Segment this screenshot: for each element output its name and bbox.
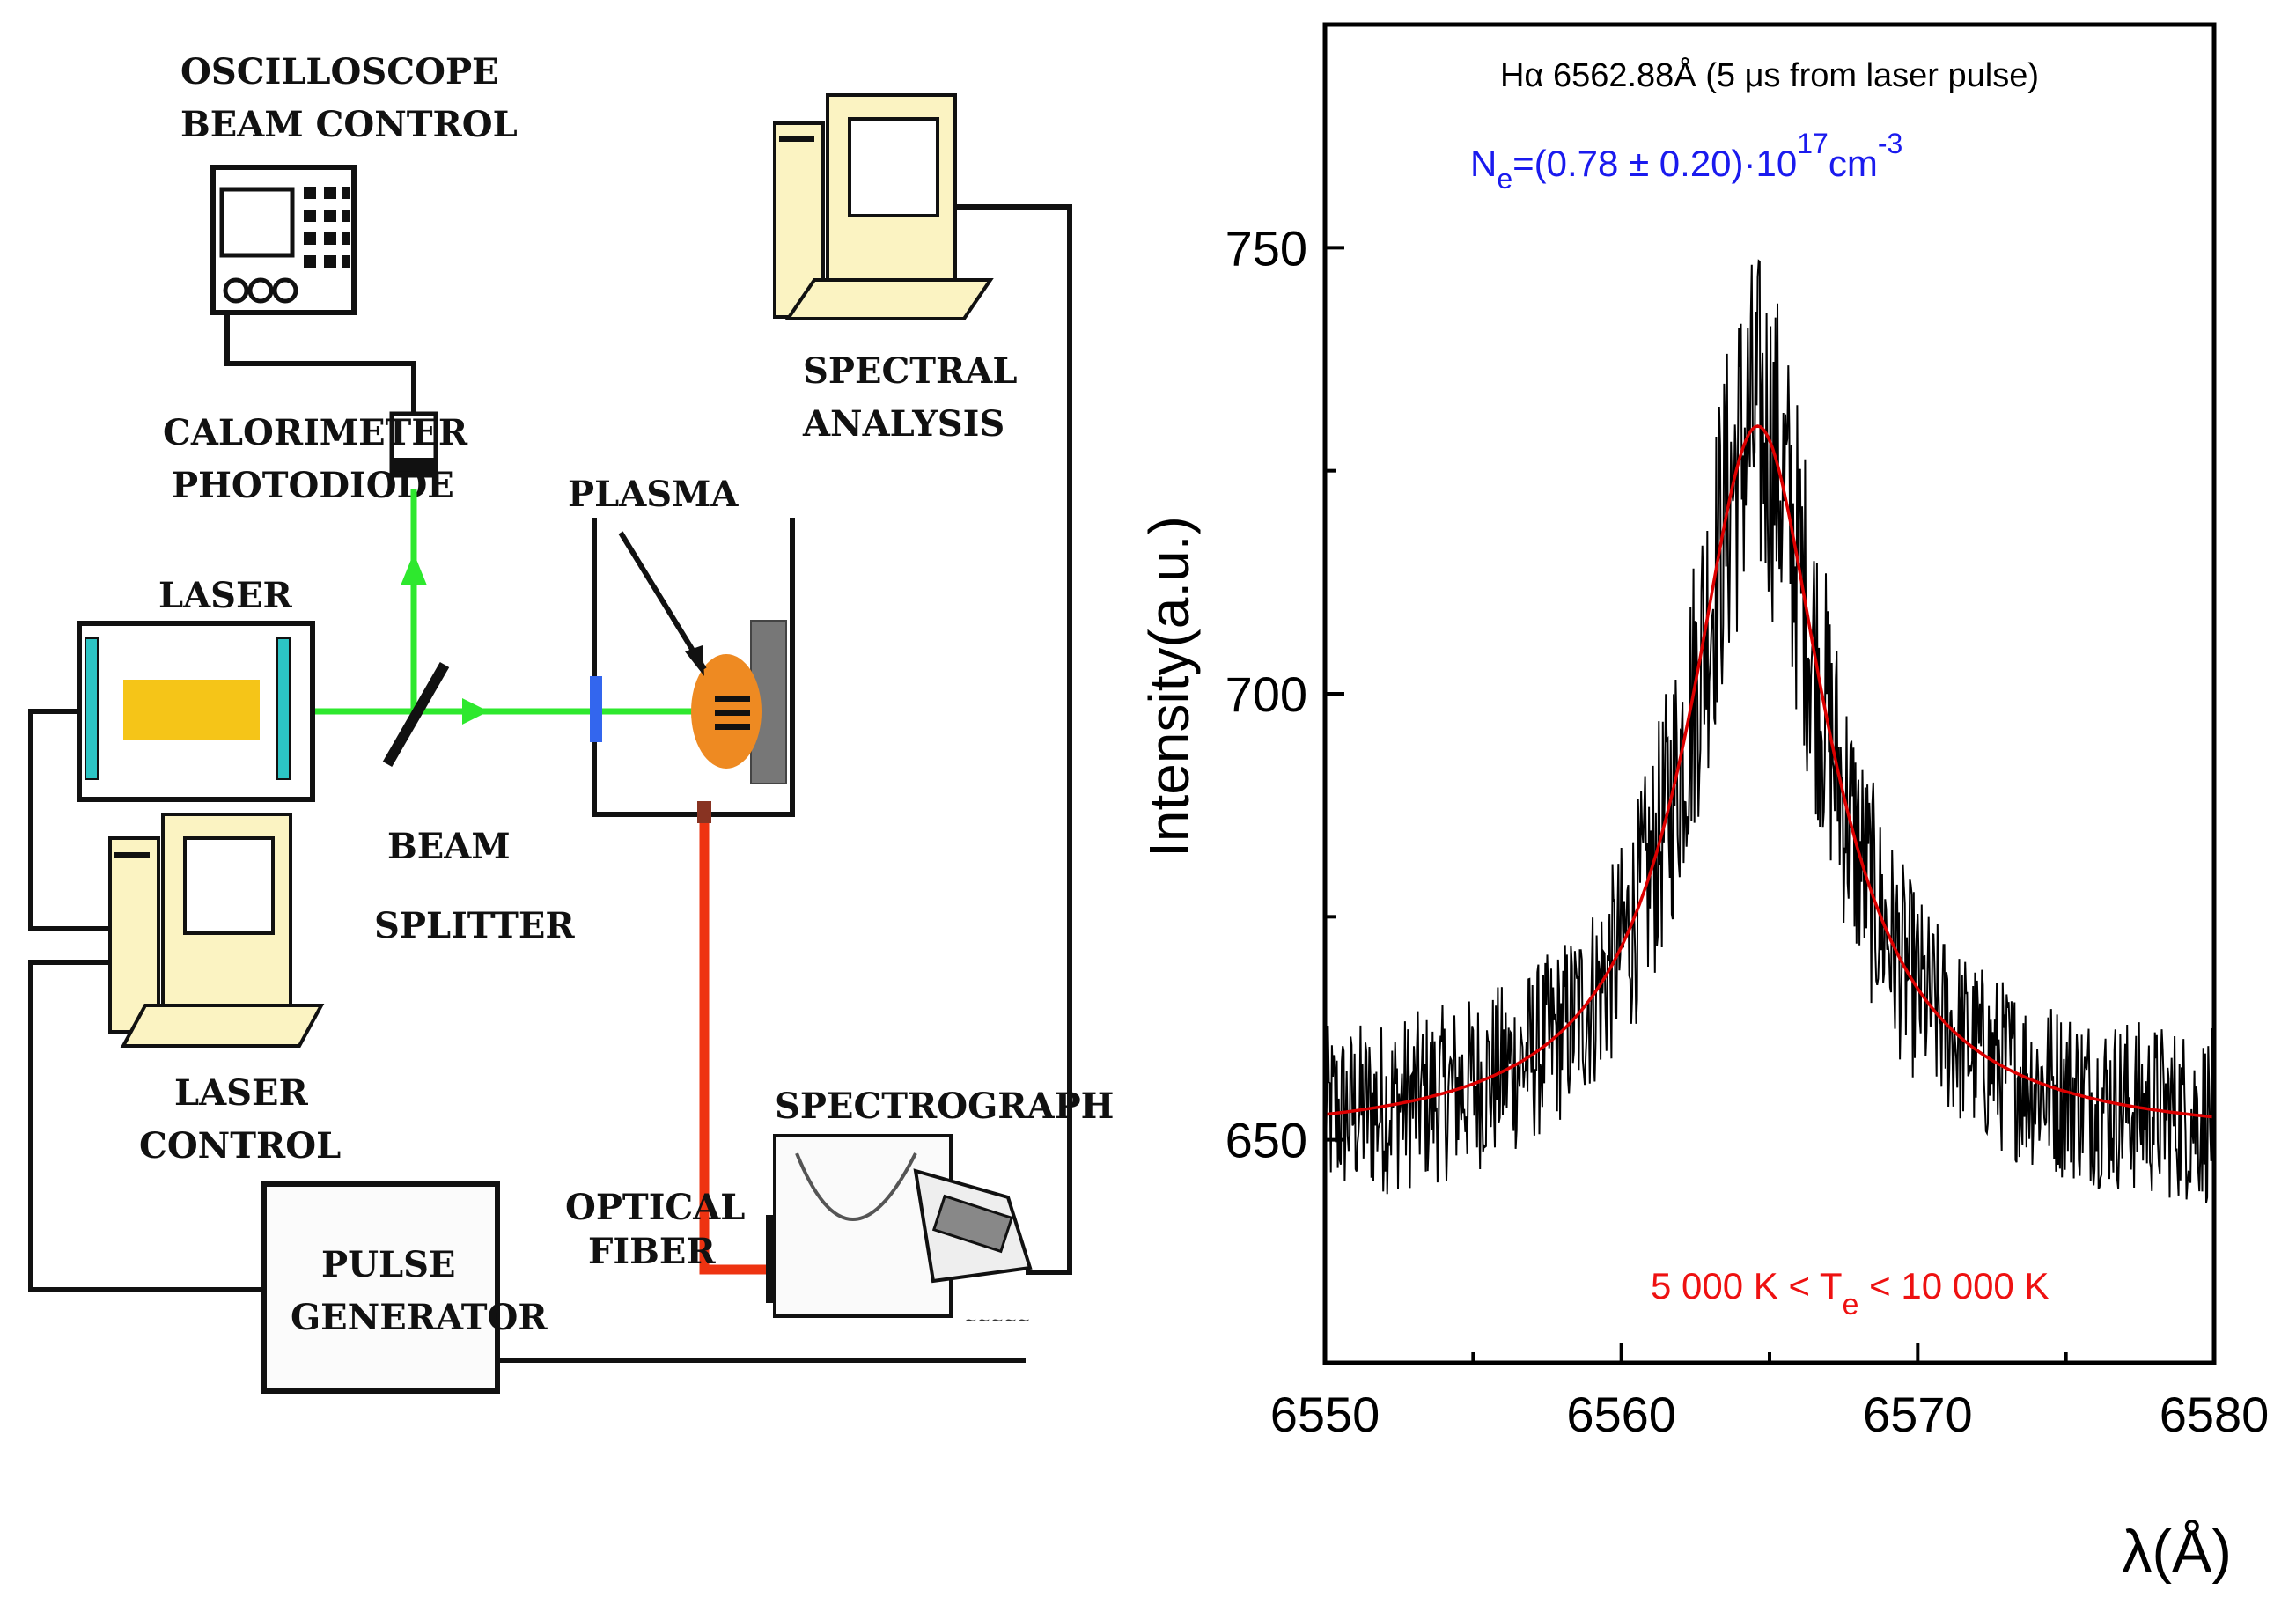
temperature-subscript: e bbox=[1843, 1288, 1859, 1321]
spectral-analysis-label-line1: SPECTRAL bbox=[803, 350, 1017, 392]
wires bbox=[28, 204, 1072, 1363]
oscilloscope-icon bbox=[210, 165, 357, 315]
pulse-generator-label-line1: PULSE bbox=[321, 1244, 455, 1285]
svg-text:~~~~~: ~~~~~ bbox=[964, 1311, 1030, 1329]
optical-fiber-label-line2: FIBER bbox=[588, 1231, 716, 1272]
plasma-label: PLASMA bbox=[568, 474, 739, 515]
electron-temperature-annotation: 5 000 K < Te < 10 000 K bbox=[1651, 1265, 2049, 1321]
beam-splitter-label-line1: BEAM bbox=[387, 826, 511, 867]
laser-icon bbox=[77, 621, 315, 802]
plasma-chamber-icon bbox=[590, 518, 795, 823]
computer-spectral-icon bbox=[773, 93, 994, 320]
plot-layer bbox=[1324, 259, 2215, 1203]
optical-fiber bbox=[699, 823, 775, 1275]
laser-control-label-line1: LASER bbox=[174, 1072, 309, 1114]
pulse-generator-box bbox=[261, 1181, 500, 1394]
density-exponent: 17 bbox=[1797, 128, 1829, 159]
beam-splitter-icon bbox=[382, 662, 450, 767]
laser-control-label-line2: CONTROL bbox=[139, 1125, 341, 1167]
spectrograph-label: SPECTROGRAPH bbox=[775, 1086, 1114, 1127]
electron-density-annotation: Ne=(0.78 ± 0.20)·1017cm-3 bbox=[1470, 128, 1902, 195]
photodiode-icon bbox=[389, 411, 438, 478]
oscilloscope-label-line1: OSCILLOSCOPE bbox=[180, 51, 499, 92]
optical-fiber-label-line1: OPTICAL bbox=[565, 1187, 745, 1228]
x-axis-label: λ(Å) bbox=[2122, 1518, 2232, 1585]
laser-beam bbox=[313, 489, 697, 715]
spectrograph-icon: ~~~~~ bbox=[766, 1134, 1033, 1329]
y-tick-label: 650 bbox=[1225, 1113, 1307, 1168]
beam-splitter-label-line2: SPLITTER bbox=[374, 905, 575, 946]
x-tick-label: 6560 bbox=[1566, 1387, 1676, 1442]
x-tick-label: 6550 bbox=[1270, 1387, 1380, 1442]
y-tick-label: 750 bbox=[1225, 220, 1307, 276]
temperature-prefix: 5 000 K < T bbox=[1651, 1265, 1843, 1307]
h-alpha-spectrum-chart: 6550 6560 6570 6580 650 700 750 Hα 6562.88Å (5… bbox=[1137, 22, 2270, 1585]
density-unit-exponent: -3 bbox=[1878, 128, 1902, 159]
density-value: =(0.78 ± 0.20)·10 bbox=[1512, 143, 1797, 184]
x-tick-label: 6580 bbox=[2160, 1387, 2270, 1442]
beam-arrow-right-icon bbox=[462, 698, 489, 725]
series-measured-line bbox=[1324, 259, 2215, 1203]
beam-arrow-up-icon bbox=[401, 553, 427, 585]
spectral-analysis-label-line2: ANALYSIS bbox=[802, 403, 1004, 445]
oscilloscope-label-line2: BEAM CONTROL bbox=[180, 104, 518, 145]
x-tick-label: 6570 bbox=[1863, 1387, 1973, 1442]
calorimeter-label-line2: PHOTODIODE bbox=[172, 465, 454, 506]
computer-laser-control-icon bbox=[108, 813, 325, 1048]
pulse-generator-label-line2: GENERATOR bbox=[291, 1297, 548, 1338]
temperature-suffix: < 10 000 K bbox=[1858, 1265, 2049, 1307]
laser-label: LASER bbox=[158, 575, 293, 616]
experimental-setup-diagram: OSCILLOSCOPE BEAM CONTROL CALORIMETER PH… bbox=[28, 51, 1114, 1394]
ticks-layer: 6550 6560 6570 6580 650 700 750 bbox=[1225, 23, 2270, 1442]
y-axis-label: Intensity(a.u.) bbox=[1137, 516, 1201, 858]
density-subscript: e bbox=[1497, 163, 1512, 195]
series-fit-line bbox=[1324, 424, 2215, 1119]
density-prefix: N bbox=[1470, 143, 1497, 184]
y-tick-label: 700 bbox=[1225, 666, 1307, 722]
density-unit: cm bbox=[1829, 143, 1878, 184]
calorimeter-label-line1: CALORIMETER bbox=[163, 412, 468, 453]
chart-title: Hα 6562.88Å (5 μs from laser pulse) bbox=[1500, 55, 2039, 94]
